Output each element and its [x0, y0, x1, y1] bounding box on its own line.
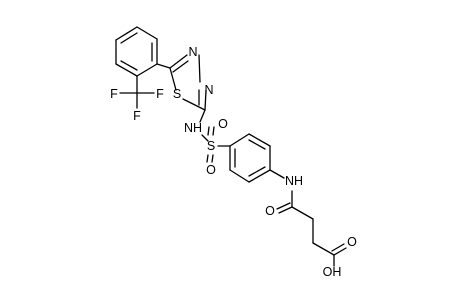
- phenylene-ring: [229, 133, 271, 183]
- fluorine-1-label: F: [110, 87, 118, 101]
- sulfonyl-oxygen-bottom-label: O: [206, 163, 216, 177]
- amide-group: NH O: [265, 169, 303, 218]
- amide-nh-label: NH: [285, 174, 303, 188]
- thiadiazole-ring: N N S: [156, 45, 214, 111]
- acid-hydroxyl-label: OH: [323, 265, 342, 279]
- trifluoromethylphenyl-ring: [115, 26, 158, 77]
- ring-nitrogen-lower-label: N: [204, 83, 213, 97]
- sulfonamide-group: NH S O O: [184, 109, 231, 177]
- acid-carbonyl-oxygen-label: O: [347, 235, 357, 249]
- ring-nitrogen-upper-label: N: [188, 45, 197, 59]
- sulfonyl-oxygen-top-label: O: [218, 117, 228, 131]
- ring-sulfur-label: S: [173, 87, 181, 101]
- sulfonamide-nh-label: NH: [184, 121, 202, 135]
- fluorine-3-label: F: [133, 109, 141, 123]
- amide-oxygen-label: O: [265, 204, 275, 218]
- sulfonyl-sulfur-label: S: [207, 139, 215, 153]
- fluorine-2-label: F: [156, 87, 164, 101]
- trifluoromethyl-group: F F F: [110, 75, 164, 123]
- carboxylic-acid-chain: O OH: [291, 206, 357, 279]
